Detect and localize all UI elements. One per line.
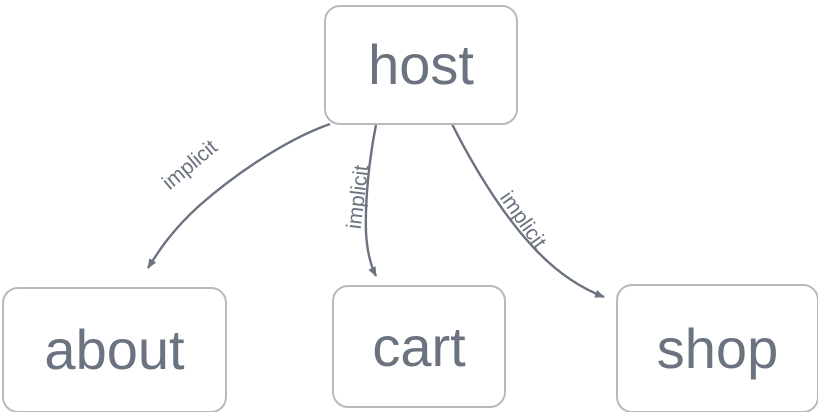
node-host[interactable]: host	[324, 5, 518, 125]
edge-host-cart	[364, 124, 378, 277]
node-shop-label: shop	[656, 316, 779, 380]
node-shop[interactable]: shop	[616, 284, 818, 412]
node-cart[interactable]: cart	[332, 285, 506, 408]
edge-host-shop	[450, 123, 605, 299]
node-about[interactable]: about	[2, 287, 227, 412]
node-cart-label: cart	[372, 314, 466, 378]
node-about-label: about	[44, 318, 185, 381]
node-host-label: host	[368, 33, 474, 96]
edge-host-about	[146, 122, 331, 269]
